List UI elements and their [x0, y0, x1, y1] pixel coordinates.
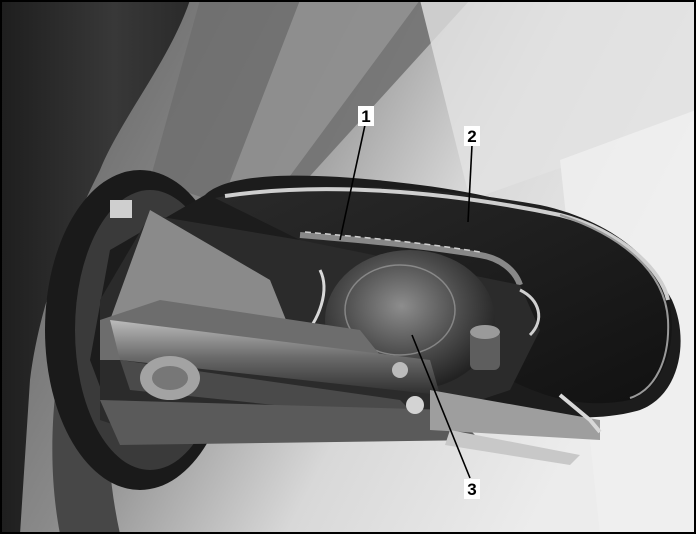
bracket-lower — [100, 400, 480, 445]
callout-label-3: 3 — [467, 480, 476, 499]
mirror-glass — [215, 186, 672, 404]
callout-label-1: 1 — [361, 107, 370, 126]
callout-1: 1 — [358, 106, 374, 126]
cable — [519, 288, 541, 337]
callout-leader-2 — [467, 144, 473, 223]
bracket-upper — [110, 210, 290, 330]
clip — [110, 200, 132, 218]
clip-spring — [558, 393, 602, 434]
callout-leader-3 — [411, 334, 471, 479]
window-glass-reflection — [420, 0, 696, 200]
mirror-glass-edge — [559, 214, 670, 399]
callout-leader-1 — [339, 124, 366, 241]
pivot-rod — [110, 320, 440, 395]
pivot-bolt-inner — [152, 366, 188, 390]
callout-label-2: 2 — [467, 127, 476, 146]
callout-2: 2 — [464, 126, 480, 146]
clip-tab-lower — [445, 430, 580, 465]
screw — [392, 362, 408, 378]
heater-element — [299, 232, 523, 287]
screw — [406, 396, 424, 414]
clip-tab — [430, 390, 600, 440]
callout-3: 3 — [464, 479, 480, 499]
motor-ring — [344, 264, 456, 356]
mirror-glass-rim-highlight — [224, 187, 670, 301]
heater-element-detail — [304, 231, 481, 253]
door-panel — [0, 0, 190, 534]
motor-knob-top — [470, 325, 500, 339]
motor-knob — [470, 330, 500, 370]
window-frame-highlight — [215, 0, 420, 230]
